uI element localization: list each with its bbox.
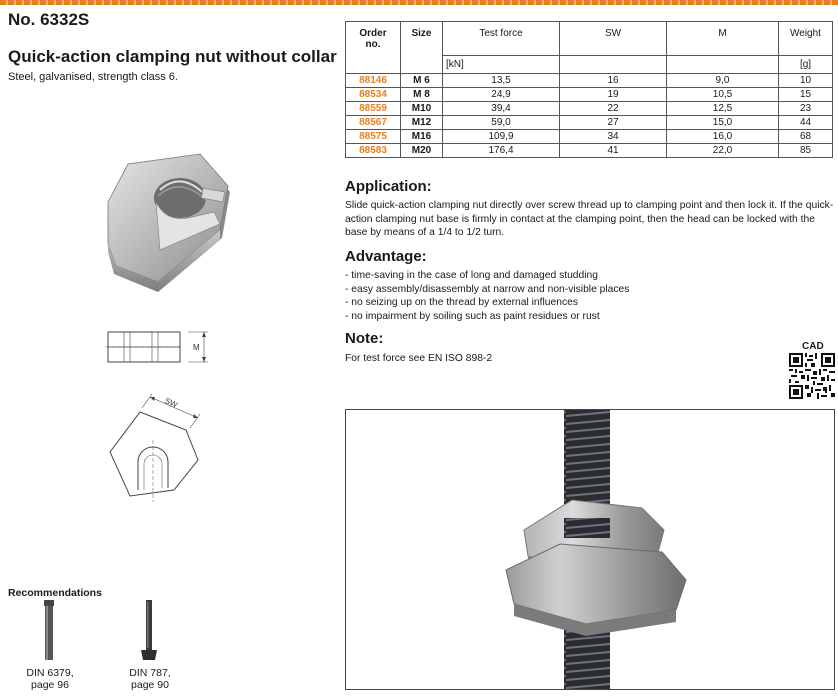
recommendations-heading: Recommendations	[8, 587, 102, 599]
size-cell: M 8	[400, 87, 443, 102]
col-size: Size	[400, 21, 443, 74]
col-sw: SW	[559, 21, 667, 74]
table-row: 88583 M20 176,4 41 22,0 85	[345, 143, 833, 158]
m-cell: 9,0	[666, 73, 779, 88]
list-item: - time-saving in the case of long and da…	[345, 270, 599, 281]
advantage-list: - time-saving in the case of long and da…	[345, 269, 835, 323]
sw-cell: 41	[559, 143, 667, 158]
test-force-unit: [kN]	[443, 55, 559, 70]
product-title: Quick-action clamping nut without collar	[8, 47, 337, 66]
order-number-link[interactable]: 88575	[345, 129, 401, 144]
list-item: - no impairment by soiling such as paint…	[345, 310, 600, 322]
nut-product-image	[107, 153, 230, 292]
table-row: 88559 M10 39,4 22 12,5 23	[345, 101, 833, 116]
recommendation-line: DIN 6379,	[26, 667, 74, 679]
weight-cell: 15	[778, 87, 833, 102]
order-number-link[interactable]: 88567	[345, 115, 401, 130]
spec-table: Order no. Size Test force[kN] SW M Weigh…	[345, 21, 833, 158]
force-cell: 176,4	[442, 143, 560, 158]
din-6379-bolt-image[interactable]	[40, 600, 58, 660]
order-number-link[interactable]: 88583	[345, 143, 401, 158]
m-cell: 22,0	[666, 143, 779, 158]
weight-cell: 44	[778, 115, 833, 130]
cad-qr-code[interactable]	[789, 353, 835, 399]
sw-cell: 22	[559, 101, 667, 116]
force-cell: 24,9	[442, 87, 560, 102]
m-cell: 10,5	[666, 87, 779, 102]
size-cell: M20	[400, 143, 443, 158]
sw-cell: 34	[559, 129, 667, 144]
din-787-bolt-image[interactable]	[138, 600, 160, 660]
table-row: 88567 M12 59,0 27 15,0 44	[345, 115, 833, 130]
top-accent-bar	[0, 0, 838, 5]
m-cell: 12,5	[666, 101, 779, 116]
cad-label: CAD	[802, 341, 824, 352]
sw-cell: 19	[559, 87, 667, 102]
order-number-link[interactable]: 88559	[345, 101, 401, 116]
col-order: Order no.	[345, 21, 401, 74]
sw-cell: 16	[559, 73, 667, 88]
top-view-drawing: SW	[109, 393, 201, 502]
col-weight: Weight[g]	[778, 21, 833, 74]
force-cell: 39,4	[442, 101, 560, 116]
sw-dimension-label: SW	[163, 396, 179, 410]
weight-unit: [g]	[779, 55, 832, 70]
force-cell: 109,9	[442, 129, 560, 144]
force-cell: 59,0	[442, 115, 560, 130]
order-number-link[interactable]: 88534	[345, 87, 401, 102]
size-cell: M10	[400, 101, 443, 116]
table-row: 88575 M16 109,9 34 16,0 68	[345, 129, 833, 144]
m-cell: 15,0	[666, 115, 779, 130]
application-text: Slide quick-action clamping nut directly…	[345, 200, 834, 238]
note-heading: Note:	[345, 330, 384, 347]
product-number: No. 6332S	[8, 10, 90, 29]
order-number-link[interactable]: 88146	[345, 73, 401, 88]
product-subtitle: Steel, galvanised, strength class 6.	[8, 71, 178, 83]
size-cell: M16	[400, 129, 443, 144]
size-cell: M12	[400, 115, 443, 130]
application-heading: Application:	[345, 178, 432, 195]
recommendation-line: page 96	[31, 679, 69, 691]
m-dimension-label: M	[193, 343, 200, 352]
list-item: - no seizing up on the thread by externa…	[345, 297, 578, 309]
size-cell: M 6	[400, 73, 443, 88]
table-row: 88146 M 6 13,5 16 9,0 10	[345, 73, 833, 88]
m-cell: 16,0	[666, 129, 779, 144]
weight-cell: 23	[778, 101, 833, 116]
col-m: M	[666, 21, 779, 74]
side-view-drawing: M	[105, 331, 208, 363]
table-row: 88534 M 8 24,9 19 10,5 15	[345, 87, 833, 102]
list-item: - easy assembly/disassembly at narrow an…	[345, 283, 630, 295]
recommendation-caption[interactable]: DIN 787, page 90	[118, 667, 182, 691]
col-test-force: Test force[kN]	[442, 21, 560, 74]
weight-cell: 85	[778, 143, 833, 158]
weight-cell: 10	[778, 73, 833, 88]
note-text: For test force see EN ISO 898-2	[345, 353, 493, 364]
force-cell: 13,5	[442, 73, 560, 88]
recommendation-line: page 90	[131, 679, 169, 691]
sw-cell: 27	[559, 115, 667, 130]
recommendation-caption[interactable]: DIN 6379, page 96	[18, 667, 82, 691]
recommendation-line: DIN 787,	[129, 667, 171, 679]
weight-cell: 68	[778, 129, 833, 144]
advantage-heading: Advantage:	[345, 248, 427, 265]
application-photo	[345, 409, 835, 690]
